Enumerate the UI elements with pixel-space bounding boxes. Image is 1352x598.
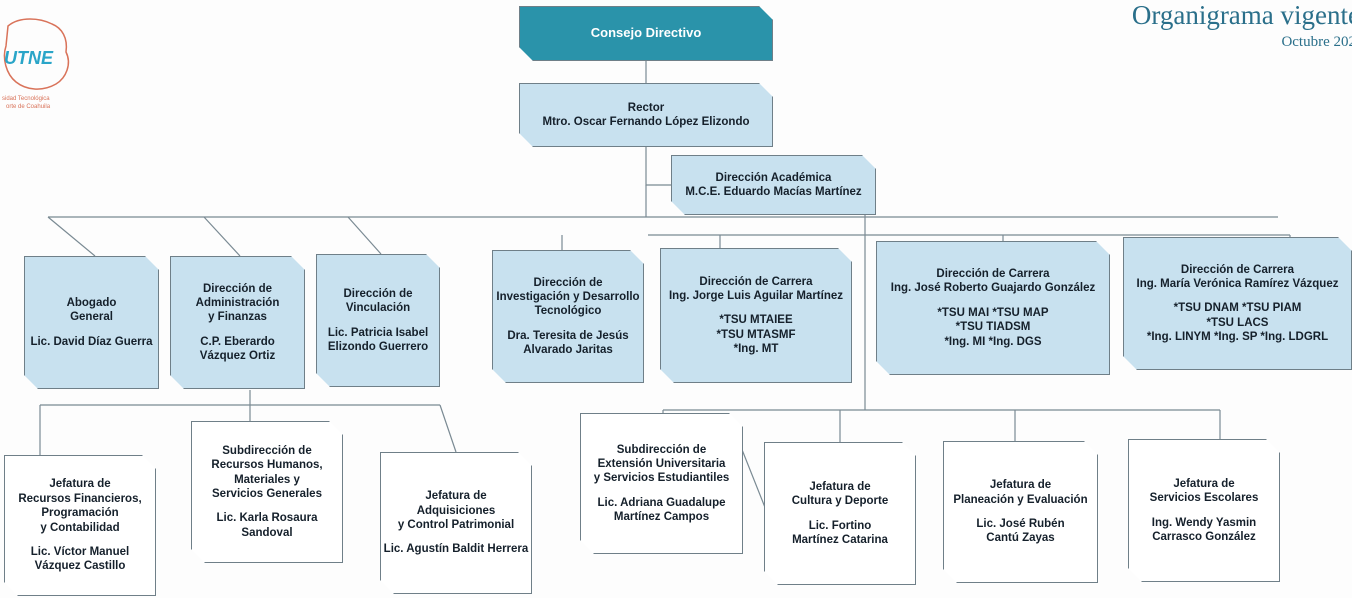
node-text-line: Subdirección de: [616, 443, 707, 456]
connector-line: [347, 216, 382, 255]
node-text-line: General: [70, 311, 113, 324]
node-text-line: Subdirección de: [222, 444, 312, 457]
node-text-line: Dirección de Carrera: [1180, 263, 1295, 276]
node-text-line: Lic. David Díaz Guerra: [30, 335, 153, 348]
node-text-line: Rector: [627, 101, 665, 114]
node-text-line: Elizondo Guerrero: [327, 340, 429, 353]
node-text-line: *TSU MTAIEE: [719, 314, 793, 327]
node-text-line: *Ing. MI *Ing. DGS: [944, 335, 1042, 348]
node-text-line: Jefatura de: [425, 490, 487, 503]
node-text-line: *TSU MAI *TSU MAP: [937, 306, 1049, 319]
logo-mark-text: UTNE: [4, 48, 54, 68]
node-text-line: Dirección Académica: [715, 171, 832, 184]
node-text-line: Cultura y Deporte: [791, 495, 889, 508]
node-text-line: Carrasco González: [1152, 530, 1256, 543]
node-text-line: Alvarado Jaritas: [523, 344, 613, 357]
node-text-line: Dirección de: [202, 282, 273, 295]
node-text-line: *Ing. MT: [733, 343, 779, 356]
node-text-line: Programación: [41, 507, 119, 520]
node-text-line: Lic. Víctor Manuel: [30, 545, 130, 558]
node-text-line: y Contabilidad: [40, 521, 120, 534]
chart-title: Organigrama vigente: [1131, 0, 1352, 30]
node-text-line: C.P. Eberardo: [200, 335, 275, 348]
node-text-line: Extensión Universitaria: [597, 457, 726, 470]
node-text-line: Ing. José Roberto Guajardo González: [890, 282, 1096, 295]
node-text-line: Lic. Patricia Isabel: [327, 326, 429, 339]
connector-line: [47, 216, 96, 257]
node-text-line: Lic. Adriana Guadalupe: [597, 496, 726, 509]
node-text-line: Recursos Humanos,: [211, 459, 323, 472]
node-text-line: Investigación y Desarrollo: [496, 290, 640, 303]
connector-line: [203, 216, 241, 257]
node-text-line: Mtro. Oscar Fernando López Elizondo: [542, 116, 750, 128]
chart-subtitle: Octubre 202: [1281, 34, 1352, 50]
node-text-line: Ing. Jorge Luis Aguilar Martínez: [668, 289, 843, 302]
logo-caption-line-1: sidad Tecnológica: [2, 96, 50, 102]
node-text-line: Dirección de Carrera: [936, 268, 1050, 281]
node-text-line: Lic. Karla Rosaura: [216, 512, 318, 525]
node-consejo-directivo: Consejo Directivo: [519, 6, 773, 61]
node-text-line: Vázquez Castillo: [34, 560, 126, 573]
node-text-line: M.C.E. Eduardo Macías Martínez: [685, 186, 862, 198]
node-recursos-humanos: Subdirección de Recursos Humanos,Material…: [191, 421, 343, 563]
node-text-line: y Control Patrimonial: [397, 519, 515, 531]
logo-mark-icon: UTNE sidad Tecnológica orte de Coahuila: [2, 18, 70, 110]
node-text-line: Abogado: [66, 296, 117, 309]
node-text-line: Consejo Directivo: [590, 25, 702, 41]
node-text-line: Lic. Fortino: [808, 519, 872, 532]
node-text-line: Dirección de: [343, 287, 413, 300]
node-text-line: Adquisiciones: [416, 504, 496, 517]
node-text-line: Martínez Catarina: [792, 533, 888, 546]
connector-line: [645, 147, 671, 186]
node-text-line: Servicios Generales: [212, 488, 322, 500]
node-text-line: *TSU LACS: [1206, 316, 1269, 329]
logo-caption-line-2: orte de Coahuila: [6, 104, 51, 110]
node-text-line: Jefatura de: [49, 478, 111, 491]
node-text-line: Cantú Zayas: [986, 532, 1055, 545]
node-text-line: *Ing. LINYM *Ing. SP *Ing. LDGRL: [1146, 331, 1329, 344]
node-text-line: Sandoval: [241, 526, 293, 539]
node-text-line: Martínez Campos: [613, 511, 710, 524]
node-text-line: Recursos Financieros,: [18, 492, 142, 505]
node-text-line: Tecnológico: [534, 305, 602, 318]
node-text-line: Ing. María Verónica Ramírez Vázquez: [1136, 277, 1339, 290]
node-text-line: Jefatura de: [809, 480, 871, 493]
node-text-line: *TSU TIADSM: [955, 321, 1031, 334]
node-text-line: Lic. Agustín Baldit Herrera: [383, 543, 529, 556]
node-text-line: Ing. Wendy Yasmin: [1151, 516, 1257, 529]
node-text-line: Jefatura de: [1173, 477, 1235, 490]
university-logo: UTNE sidad Tecnológica orte de Coahuila: [0, 8, 80, 126]
node-text-line: Servicios Escolares: [1149, 492, 1259, 505]
node-text-line: *TSU MTASMF: [716, 328, 796, 341]
node-text-line: Materiales y: [234, 473, 300, 486]
node-text-line: Jefatura de: [989, 479, 1052, 492]
node-text-line: y Servicios Estudiantiles: [593, 472, 730, 485]
node-text-line: Vinculación: [345, 302, 411, 315]
node-text-line: Vázquez Ortiz: [199, 350, 276, 363]
connector-line: [439, 404, 457, 453]
node-text-line: *TSU DNAM *TSU PIAM: [1173, 302, 1302, 315]
node-text-line: Planeación y Evaluación: [953, 493, 1088, 506]
node-text-line: Administración: [195, 296, 280, 309]
node-text-line: Dra. Teresita de Jesús: [507, 329, 629, 342]
node-text-line: Lic. José Rubén: [976, 518, 1065, 530]
node-text-line: y Finanzas: [208, 311, 267, 324]
node-text-line: Dirección de Carrera: [699, 275, 813, 288]
node-text-line: Dirección de: [533, 276, 603, 289]
